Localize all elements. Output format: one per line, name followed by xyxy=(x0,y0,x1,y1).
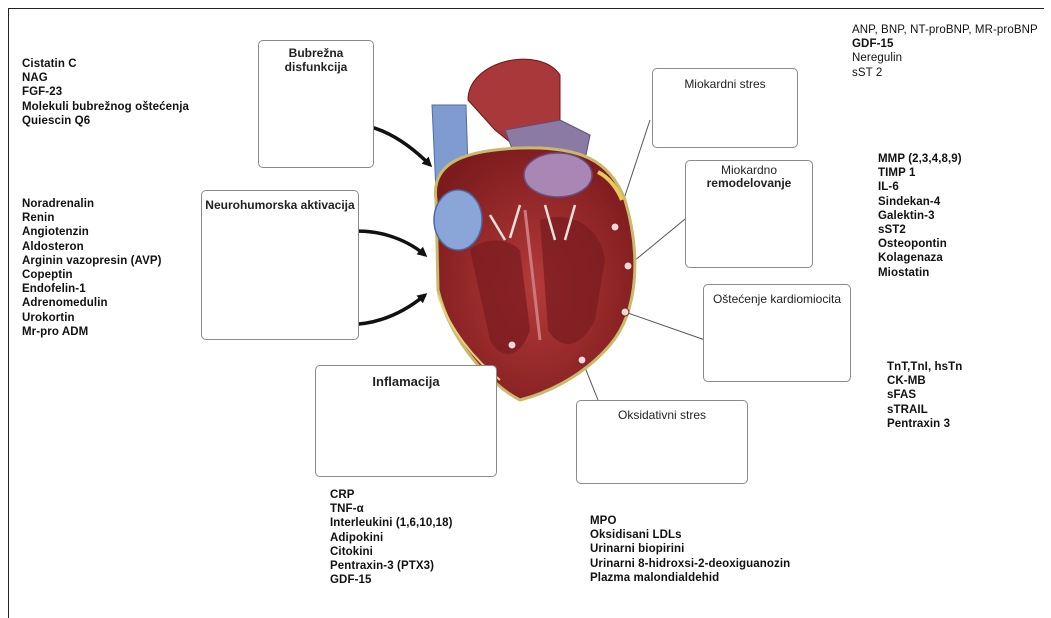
neurohumoral-box: Neurohumorska aktivacija xyxy=(201,190,359,340)
remodeling-biomarker-list: MMP (2,3,4,8,9) TIMP 1 IL-6 Sindekan-4 G… xyxy=(878,152,962,280)
list-item: Sindekan-4 xyxy=(878,195,962,209)
list-item: Renin xyxy=(22,211,162,225)
list-item: Noradrenalin xyxy=(22,197,162,211)
oxidative-stress-box: Oksidativni stres xyxy=(576,400,748,484)
list-item: Kolagenaza xyxy=(878,251,962,265)
stress-biomarker-list: ANP, BNP, NT-proBNP, MR-proBNP GDF-15 Ne… xyxy=(852,23,1038,80)
neuro-title: Neurohumorska aktivacija xyxy=(202,198,358,212)
list-item: Aldosteron xyxy=(22,240,162,254)
list-item: Pentraxin-3 (PTX3) xyxy=(330,559,453,573)
list-item: TnT,TnI, hsTn xyxy=(887,360,962,374)
list-item: Endofelin-1 xyxy=(22,282,162,296)
list-item: NAG xyxy=(22,71,189,85)
list-item: Neregulin xyxy=(852,51,1038,65)
list-item: Arginin vazopresin (AVP) xyxy=(22,254,162,268)
list-item: Adipokini xyxy=(330,531,453,545)
list-item: sFAS xyxy=(887,388,962,402)
inflammation-box: Inflamacija xyxy=(315,365,497,477)
list-item: Angiotenzin xyxy=(22,225,162,239)
myocardial-stress-box: Miokardni stres xyxy=(652,68,798,148)
cardiomyocyte-biomarker-list: TnT,TnI, hsTn CK-MB sFAS sTRAIL Pentraxi… xyxy=(887,360,962,431)
list-item: Urokortin xyxy=(22,311,162,325)
list-item: TIMP 1 xyxy=(878,166,962,180)
list-item: Quiescin Q6 xyxy=(22,114,189,128)
list-item: GDF-15 xyxy=(852,37,1038,51)
list-item: Mr-pro ADM xyxy=(22,325,162,339)
list-item: sST 2 xyxy=(852,66,1038,80)
list-item: Citokini xyxy=(330,545,453,559)
renal-title-line2: disfunkcija xyxy=(259,60,373,74)
list-item: sTRAIL xyxy=(887,403,962,417)
heart-illustration xyxy=(432,59,635,400)
oxid-title: Oksidativni stres xyxy=(577,408,747,422)
remodel-title-line2: remodelovanje xyxy=(686,176,812,190)
inflam-title: Inflamacija xyxy=(316,374,496,389)
list-item: Oksidisani LDLs xyxy=(590,528,790,542)
cardio-damage-title: Oštećenje kardiomiocita xyxy=(704,292,850,306)
list-item: MPO xyxy=(590,514,790,528)
neurohumoral-biomarker-list: Noradrenalin Renin Angiotenzin Aldostero… xyxy=(22,197,162,339)
list-item: Molekuli bubrežnog oštećenja xyxy=(22,100,189,114)
list-item: Urinarni biopirini xyxy=(590,542,790,556)
list-item: FGF-23 xyxy=(22,85,189,99)
list-item: CRP xyxy=(330,488,453,502)
list-item: Pentraxin 3 xyxy=(887,417,962,431)
list-item: Interleukini (1,6,10,18) xyxy=(330,516,453,530)
list-item: IL-6 xyxy=(878,180,962,194)
list-item: Copeptin xyxy=(22,268,162,282)
remodel-title-line1: Miokardno xyxy=(686,163,812,177)
list-item: Osteopontin xyxy=(878,237,962,251)
list-item: Urinarni 8-hidroxsi-2-deoxiguanozin xyxy=(590,557,790,571)
cardiomyocyte-damage-box: Oštećenje kardiomiocita xyxy=(703,284,851,382)
list-item: GDF-15 xyxy=(330,573,453,587)
remodeling-box: Miokardno remodelovanje xyxy=(685,160,813,268)
list-item: Cistatin C xyxy=(22,57,189,71)
list-item: Plazma malondialdehid xyxy=(590,571,790,585)
list-item: sST2 xyxy=(878,223,962,237)
list-item: MMP (2,3,4,8,9) xyxy=(878,152,962,166)
renal-dysfunction-box: Bubrežna disfunkcija xyxy=(258,40,374,168)
renal-title-line1: Bubrežna xyxy=(259,46,373,60)
list-item: Galektin-3 xyxy=(878,209,962,223)
list-item: CK-MB xyxy=(887,374,962,388)
list-item: Miostatin xyxy=(878,266,962,280)
inflammation-biomarker-list: CRP TNF-α Interleukini (1,6,10,18) Adipo… xyxy=(330,488,453,587)
renal-biomarker-list: Cistatin C NAG FGF-23 Molekuli bubrežnog… xyxy=(22,57,189,128)
list-item: Adrenomedulin xyxy=(22,296,162,310)
list-item: ANP, BNP, NT-proBNP, MR-proBNP xyxy=(852,23,1038,37)
list-item: TNF-α xyxy=(330,502,453,516)
oxidative-biomarker-list: MPO Oksidisani LDLs Urinarni biopirini U… xyxy=(590,514,790,585)
myo-stress-title: Miokardni stres xyxy=(653,77,797,91)
